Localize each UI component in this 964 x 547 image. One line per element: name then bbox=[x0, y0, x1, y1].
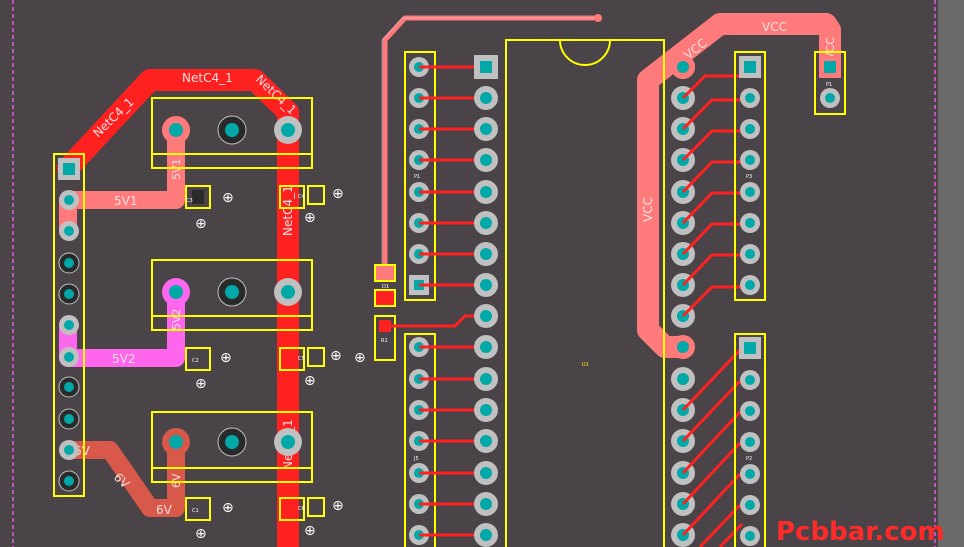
ic-u1-notch bbox=[559, 39, 611, 66]
connector-p4-pads bbox=[58, 190, 80, 492]
netc4-track[interactable] bbox=[57, 69, 299, 547]
capacitor-c5-via: ⊕ bbox=[330, 348, 342, 364]
ic-u1-designator: U1 bbox=[582, 362, 589, 368]
capacitor-c3-via: ⊕ bbox=[222, 190, 234, 206]
capacitor-c1[interactable]: C1 ⊕ ⊕ bbox=[185, 497, 234, 542]
6v-track[interactable] bbox=[59, 431, 185, 517]
trace-label-5v1: 5V1 bbox=[114, 194, 137, 208]
diode-d1[interactable]: D1 bbox=[374, 264, 396, 307]
ic-u1-left-pins bbox=[474, 55, 498, 547]
capacitor-c4-via-2: ⊕ bbox=[304, 210, 316, 226]
capacitor-c1-designator: C1 bbox=[192, 508, 199, 514]
connector-j5-designator: J5 bbox=[413, 456, 419, 462]
capacitor-c6-via: ⊕ bbox=[332, 498, 344, 514]
top-signal-track-edge bbox=[381, 17, 595, 270]
connector-p2-pads bbox=[740, 370, 760, 546]
trace-label-netc4-top: NetC4_1 bbox=[182, 71, 233, 85]
capacitor-c4-via: ⊕ bbox=[332, 186, 344, 202]
capacitor-c3-via-2: ⊕ bbox=[195, 216, 207, 232]
resistor-r1[interactable]: R1 bbox=[374, 315, 396, 361]
connector-p4[interactable] bbox=[53, 153, 85, 497]
connector-p1-designator: P1 bbox=[414, 174, 420, 180]
connector-p4-outline bbox=[53, 153, 85, 497]
diode-d1-designator: D1 bbox=[382, 284, 389, 290]
capacitor-c4[interactable]: C4 ⊕ ⊕ bbox=[279, 185, 344, 226]
regulator-3[interactable] bbox=[151, 411, 313, 483]
trace-label-netc4-mid: NetC4_1 bbox=[281, 185, 295, 236]
connector-vcc-header[interactable]: P1 bbox=[814, 51, 846, 115]
watermark: Pcbbar.com bbox=[776, 517, 945, 547]
capacitor-c4-designator: C4 bbox=[298, 194, 305, 200]
connector-vcc-designator: P1 bbox=[826, 82, 832, 88]
capacitor-c2-designator: C2 bbox=[192, 358, 199, 364]
connector-p3-designator: P3 bbox=[746, 174, 752, 180]
trace-label-6v-c: 6V bbox=[156, 503, 173, 517]
capacitor-c1-via: ⊕ bbox=[222, 500, 234, 516]
vcc-track[interactable] bbox=[637, 13, 841, 358]
trace-label-5v2: 5V2 bbox=[112, 352, 135, 366]
trace-label-vcc-side: VCC bbox=[641, 197, 655, 222]
outside-area bbox=[938, 0, 964, 547]
capacitor-c2[interactable]: C2 ⊕ ⊕ bbox=[185, 347, 232, 392]
capacitor-c5-designator: C5 bbox=[298, 356, 305, 362]
top-track-via bbox=[594, 14, 602, 22]
capacitor-c6-via-2: ⊕ bbox=[304, 523, 316, 539]
connector-p3[interactable]: P3 bbox=[734, 51, 766, 301]
via-mid: ⊕ bbox=[354, 350, 366, 366]
resistor-r1-designator: R1 bbox=[381, 338, 388, 344]
regulator-1[interactable] bbox=[151, 97, 313, 169]
ic-u1-outline bbox=[505, 39, 665, 547]
top-signal-track[interactable] bbox=[382, 15, 598, 270]
capacitor-c6[interactable]: C6 ⊕ ⊕ bbox=[279, 497, 344, 539]
capacitor-c5[interactable]: C5 ⊕ ⊕ bbox=[279, 347, 342, 389]
trace-label-vcc-top: VCC bbox=[762, 20, 787, 34]
regulator-1-outline bbox=[151, 97, 313, 169]
ic-u1[interactable]: U1 bbox=[474, 39, 695, 547]
regulator-2[interactable] bbox=[151, 259, 313, 331]
capacitor-c3-designator: C3 bbox=[186, 198, 193, 204]
capacitor-c5-via-2: ⊕ bbox=[304, 373, 316, 389]
connector-p2-designator: P2 bbox=[746, 456, 752, 462]
trace-label-5v1-pad: 5V1 bbox=[170, 158, 183, 180]
u1-p2-tracks[interactable] bbox=[681, 348, 744, 547]
connector-p2[interactable]: P2 bbox=[734, 333, 766, 547]
regulator-3-outline bbox=[151, 411, 313, 483]
capacitor-c6-designator: C6 bbox=[298, 506, 305, 512]
capacitor-c3[interactable]: C3 ⊕ ⊕ bbox=[185, 185, 234, 232]
trace-label-vcc-conn: VCC bbox=[824, 37, 837, 60]
connector-p3-pads bbox=[740, 88, 760, 295]
trace-label-6v-d: 6V bbox=[170, 473, 183, 488]
regulator-2-outline bbox=[151, 259, 313, 331]
5v2-track[interactable] bbox=[59, 283, 185, 367]
connector-p4-drill bbox=[63, 163, 75, 175]
capacitor-c2-via-2: ⊕ bbox=[195, 376, 207, 392]
trace-label-5v2-pad: 5V2 bbox=[170, 308, 183, 330]
capacitor-c1-via-2: ⊕ bbox=[195, 526, 207, 542]
capacitor-c2-via: ⊕ bbox=[220, 350, 232, 366]
